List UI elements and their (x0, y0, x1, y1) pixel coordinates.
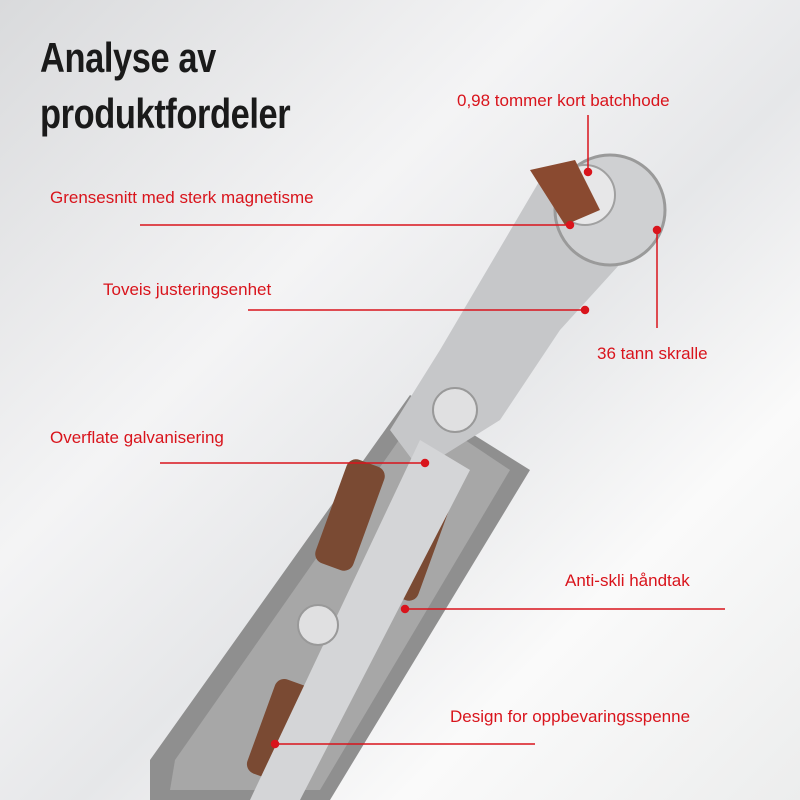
callout-surface-plating: Overflate galvanisering (50, 428, 224, 447)
tool-handle (150, 395, 530, 800)
callout-magnetic-interface: Grensesnitt med sterk magnetisme (50, 188, 314, 207)
bit-icon (530, 160, 600, 225)
callout-two-way-adjuster: Toveis justeringsenhet (103, 280, 272, 299)
tool-arm (250, 153, 667, 800)
page-title: Analyse av produktfordeler (40, 30, 291, 142)
callout-ratchet-teeth: 36 tann skralle (597, 344, 708, 363)
callout-lines (140, 115, 725, 749)
title-line-2: produktfordeler (40, 90, 291, 137)
title-line-1: Analyse av (40, 34, 216, 81)
callout-storage-buckle: Design for oppbevaringsspenne (450, 707, 691, 726)
callout-short-bit-head: 0,98 tommer kort batchhode (457, 91, 670, 110)
callout-anti-slip-handle: Anti-skli håndtak (565, 571, 690, 590)
